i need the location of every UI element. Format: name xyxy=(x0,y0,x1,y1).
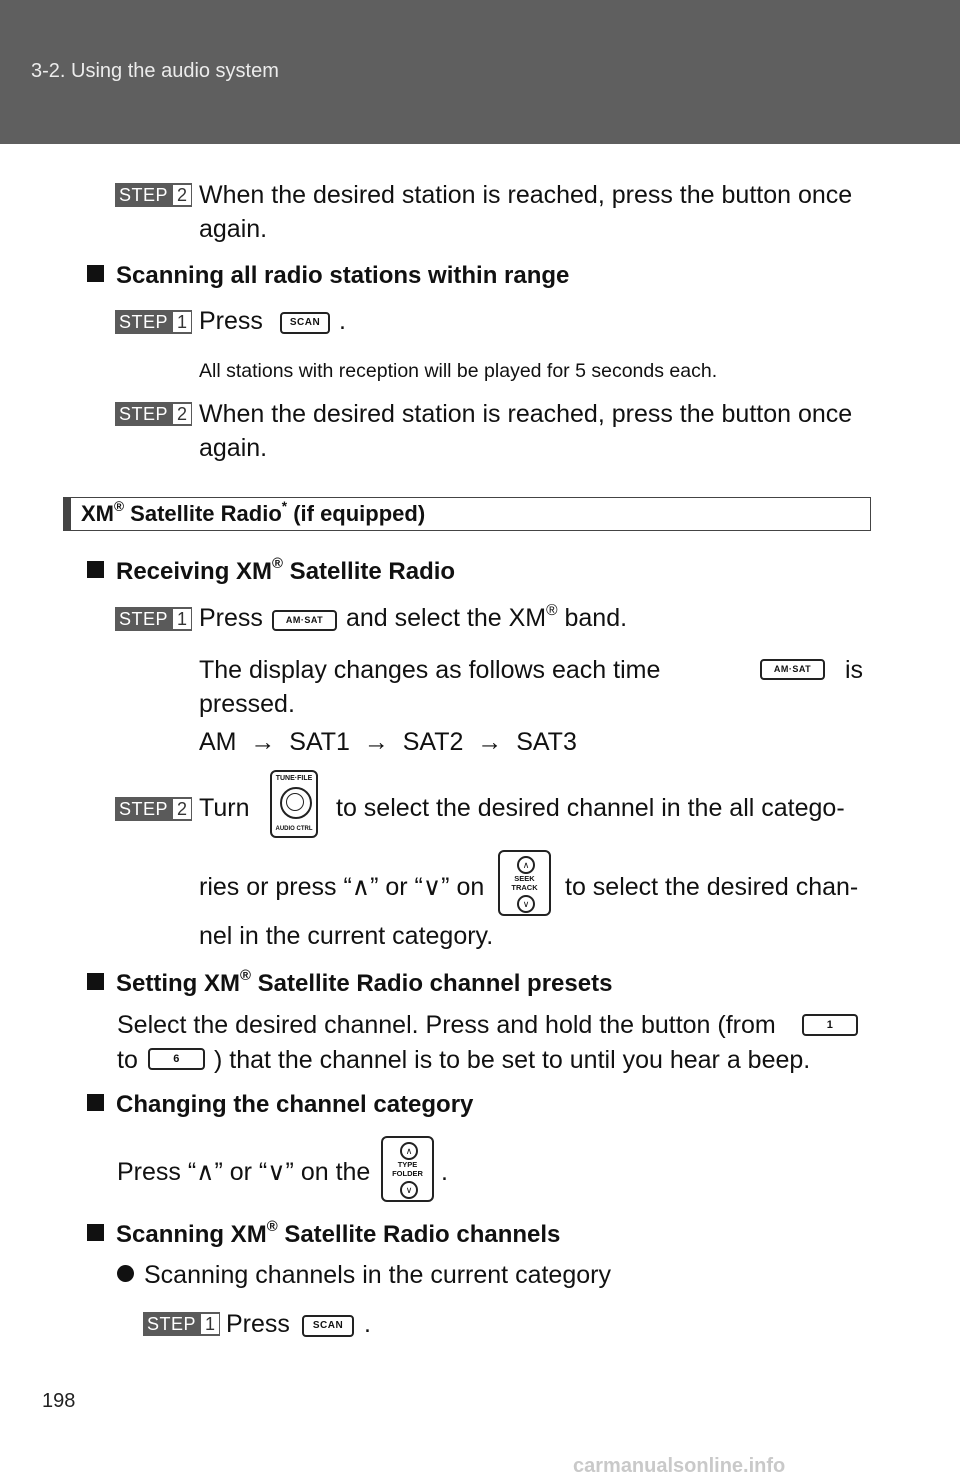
body-text: Select the desired channel. Press and ho… xyxy=(117,1011,776,1039)
am-sat-button-icon: AM·SAT xyxy=(272,610,337,631)
step-text: to select the desired chan- xyxy=(565,873,859,901)
body-text: ) that the channel is to be set to until… xyxy=(214,1046,811,1074)
step-text: again. xyxy=(199,215,268,243)
body-text: to xyxy=(117,1046,138,1074)
header-title: 3-2. Using the audio system xyxy=(31,60,279,82)
body-text: . xyxy=(441,1158,448,1186)
page-header: 3-2. Using the audio system xyxy=(0,0,960,144)
section-marker xyxy=(64,498,71,530)
scan-button-icon: SCAN xyxy=(302,1315,354,1337)
step-text: to select the desired channel in the all… xyxy=(336,794,845,822)
subsection-heading: Setting XM® Satellite Radio channel pres… xyxy=(87,969,612,998)
preset-6-button-icon: 6 xyxy=(148,1048,205,1070)
round-bullet-icon xyxy=(117,1265,134,1282)
knob-ring xyxy=(280,787,312,819)
square-bullet-icon xyxy=(87,265,104,282)
step-text-end: . xyxy=(364,1310,371,1338)
step-text: Press xyxy=(199,307,263,335)
step-text: nel in the current category. xyxy=(199,922,494,950)
tune-file-knob-icon: TUNE·FILE AUDIO CTRL xyxy=(270,770,318,838)
square-bullet-icon xyxy=(87,1094,104,1111)
note-text: All stations with reception will be play… xyxy=(199,360,718,382)
subsection-heading: Scanning all radio stations within range xyxy=(87,262,569,290)
body-text: The display changes as follows each time xyxy=(199,656,661,684)
square-bullet-icon xyxy=(87,561,104,578)
step-text: Turn xyxy=(199,794,250,822)
scan-button-icon: SCAN xyxy=(280,312,330,334)
body-text: pressed. xyxy=(199,690,295,718)
body-text: Press “∧” or “∨” on the xyxy=(117,1158,371,1186)
section-title-bar: XM® Satellite Radio* (if equipped) xyxy=(63,497,871,531)
knob-center xyxy=(286,793,304,811)
page-number: 198 xyxy=(42,1390,76,1412)
down-arrow-icon: ∨ xyxy=(517,895,535,913)
subsection-heading: Changing the channel category xyxy=(87,1091,473,1119)
section-title: XM® Satellite Radio* (if equipped) xyxy=(81,498,426,526)
step-text: When the desired station is reached, pre… xyxy=(199,181,853,209)
up-arrow-icon: ∧ xyxy=(517,856,535,874)
step-text-end: . xyxy=(339,307,346,335)
step-text: ries or press “∧” or “∨” on xyxy=(199,873,485,901)
subsection-heading: Scanning XM® Satellite Radio channels xyxy=(87,1220,560,1249)
band-sequence: AM → SAT1 → SAT2 → SAT3 xyxy=(199,728,577,756)
square-bullet-icon xyxy=(87,1224,104,1241)
square-bullet-icon xyxy=(87,973,104,990)
step-text: and select the XM® band. xyxy=(346,601,628,632)
body-text: is xyxy=(845,656,864,684)
step-text: When the desired station is reached, pre… xyxy=(199,400,853,428)
step-text: Press xyxy=(199,604,263,632)
subsection-heading: Receiving XM® Satellite Radio xyxy=(87,557,455,586)
down-arrow-icon: ∨ xyxy=(400,1181,418,1199)
step-text: again. xyxy=(199,434,268,462)
preset-1-button-icon: 1 xyxy=(802,1014,858,1036)
bullet-item: Scanning channels in the current categor… xyxy=(117,1258,611,1292)
am-sat-button-icon: AM·SAT xyxy=(760,659,825,680)
step-text: Press xyxy=(226,1310,290,1338)
up-arrow-icon: ∧ xyxy=(400,1142,418,1160)
watermark: carmanualsonline.info xyxy=(573,1455,786,1477)
